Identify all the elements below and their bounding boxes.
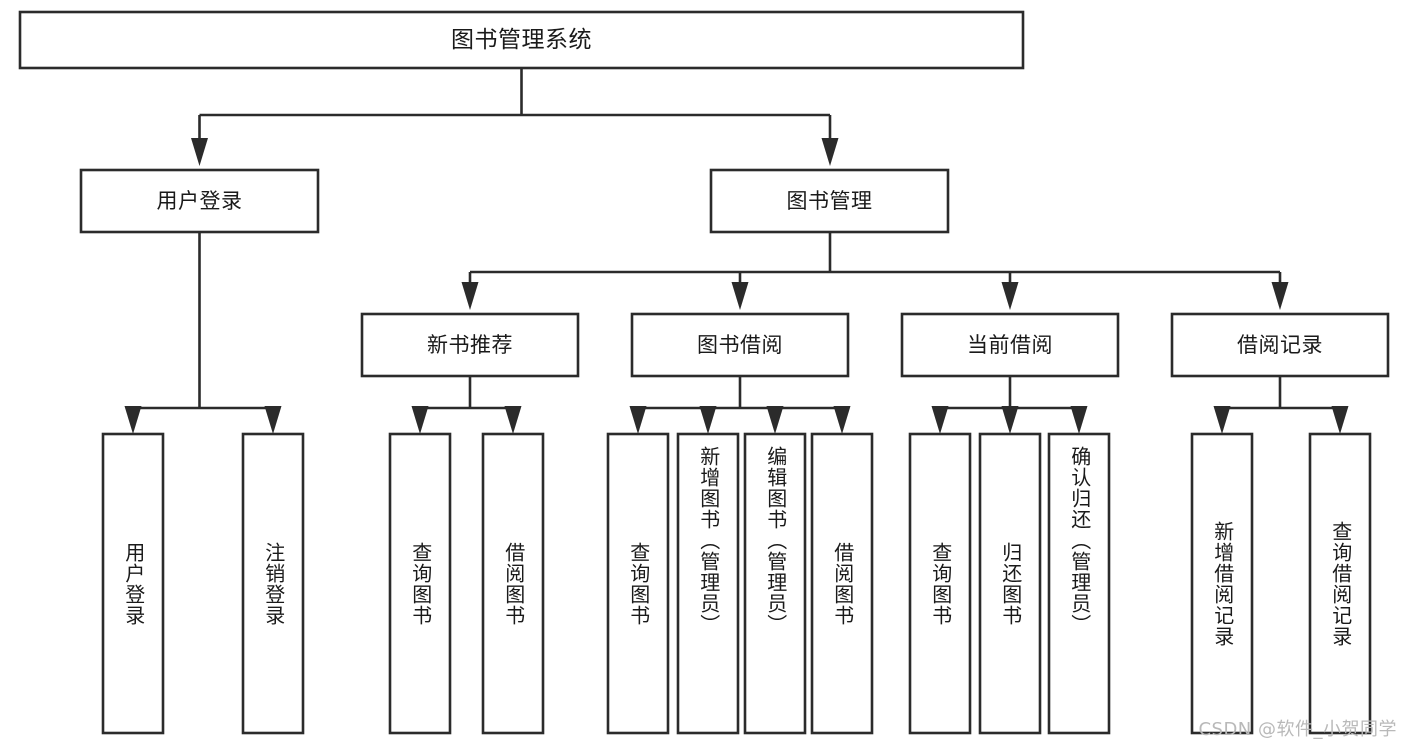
node-box-leaf-query-book-1[interactable] xyxy=(388,432,452,735)
node-box-current-borrow[interactable] xyxy=(900,312,1120,378)
node-box-new-book-rec[interactable] xyxy=(360,312,580,378)
arrow-head-icon xyxy=(1070,406,1088,434)
connector-group-book-manage xyxy=(461,232,1289,310)
connector-group-new-book-rec xyxy=(411,376,522,434)
arrow-head-icon xyxy=(931,406,949,434)
arrow-head-icon xyxy=(411,406,429,434)
node-box-book-manage[interactable] xyxy=(709,168,950,234)
arrow-head-icon xyxy=(821,138,839,166)
node-box-leaf-add-book[interactable] xyxy=(676,432,740,735)
arrow-head-icon xyxy=(191,138,208,166)
node-box-leaf-query-book-2[interactable] xyxy=(606,432,670,735)
arrow-head-icon xyxy=(699,406,717,434)
connector-group-book-borrow xyxy=(629,376,851,434)
node-box-leaf-query-book-3[interactable] xyxy=(908,432,972,735)
node-box-leaf-borrow-book-2[interactable] xyxy=(810,432,874,735)
node-box-leaf-edit-book[interactable] xyxy=(743,432,807,735)
node-box-root[interactable] xyxy=(18,10,1025,70)
arrow-head-icon xyxy=(1001,282,1019,310)
node-box-leaf-borrow-book-1[interactable] xyxy=(481,432,545,735)
connector-group-borrow-record xyxy=(1213,376,1349,434)
node-box-book-borrow[interactable] xyxy=(630,312,850,378)
arrow-head-icon xyxy=(504,406,522,434)
node-box-leaf-confirm-return[interactable] xyxy=(1047,432,1111,735)
connector-group-current-borrow xyxy=(931,376,1088,434)
node-box-leaf-query-record[interactable] xyxy=(1308,432,1372,735)
arrow-head-icon xyxy=(629,406,647,434)
arrow-head-icon xyxy=(124,406,142,434)
arrow-head-icon xyxy=(461,282,479,310)
node-box-leaf-add-record[interactable] xyxy=(1190,432,1254,735)
node-box-borrow-record[interactable] xyxy=(1170,312,1390,378)
arrow-head-icon xyxy=(1001,406,1019,434)
node-box-leaf-user-logout[interactable] xyxy=(241,432,305,735)
arrow-head-icon xyxy=(264,406,282,434)
arrow-head-icon xyxy=(766,406,784,434)
node-box-leaf-user-login[interactable] xyxy=(101,432,165,735)
watermark-text: CSDN @软件_小贺同学 xyxy=(1198,719,1397,740)
node-box-user-login[interactable] xyxy=(79,168,320,234)
connector-group-root xyxy=(191,68,839,166)
arrow-head-icon xyxy=(1213,406,1231,434)
arrow-head-icon xyxy=(1271,282,1289,310)
node-box-leaf-return-book[interactable] xyxy=(978,432,1042,735)
connector-group-user-login xyxy=(124,232,282,434)
arrow-head-icon xyxy=(833,406,851,434)
arrow-head-icon xyxy=(731,282,749,310)
arrow-head-icon xyxy=(1331,406,1349,434)
